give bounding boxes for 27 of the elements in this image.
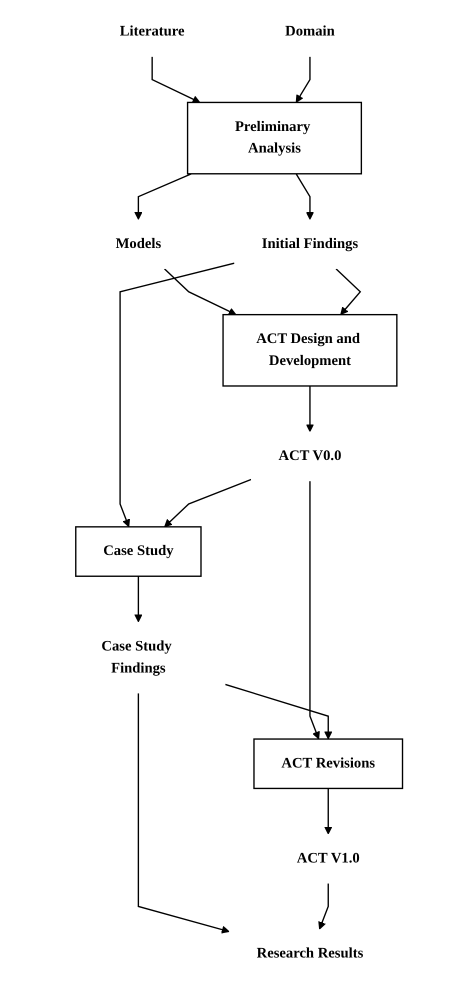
arrow <box>164 478 252 528</box>
node-text: Domain <box>285 24 335 40</box>
arrow <box>119 262 234 528</box>
node-text: ACT V0.0 <box>278 448 342 464</box>
node-text: Case Study Findings <box>101 638 172 676</box>
arrow <box>164 268 236 316</box>
arrow <box>134 576 142 622</box>
arrow <box>225 684 332 740</box>
node-text: Initial Findings <box>262 236 358 252</box>
node-text: Research Results <box>256 946 364 962</box>
node-text: Models <box>116 236 162 252</box>
arrow <box>151 56 200 103</box>
arrow <box>306 386 314 432</box>
arrow <box>138 693 230 934</box>
arrow <box>318 884 329 930</box>
node-box: Preliminary Analysis <box>186 102 362 174</box>
arrow <box>324 788 332 835</box>
node-text: Literature <box>120 24 185 40</box>
arrow <box>296 56 311 103</box>
arrow <box>309 481 320 740</box>
node-text: ACT V1.0 <box>296 850 360 866</box>
arrow <box>134 173 192 220</box>
node-box: ACT Design and Development <box>222 314 398 387</box>
arrow <box>336 268 362 315</box>
arrow <box>296 173 314 220</box>
node-box: Case Study <box>75 526 202 577</box>
node-box: ACT Revisions <box>253 738 404 790</box>
